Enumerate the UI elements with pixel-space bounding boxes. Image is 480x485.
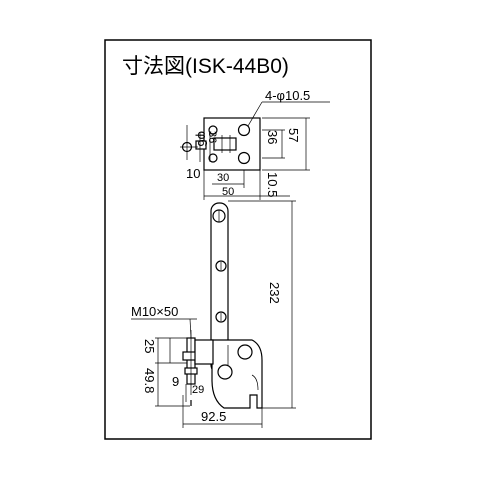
dim-36: 36 — [265, 130, 280, 144]
mount-hole — [237, 151, 251, 165]
dim-10-5: 10.5 — [265, 172, 280, 197]
hole-dimension: 4-φ10.5 — [265, 88, 310, 103]
dim-50: 50 — [222, 186, 234, 198]
body-pivot — [217, 364, 233, 380]
mount-hole — [237, 123, 251, 137]
base-plate — [203, 117, 261, 171]
dim-9: 9 — [172, 374, 179, 389]
pin-stub — [195, 140, 207, 150]
dim-49-8: 49.8 — [142, 368, 157, 393]
leader-line — [189, 318, 192, 339]
arm-hole — [215, 311, 227, 323]
body-pivot — [237, 344, 253, 360]
body-line — [251, 374, 259, 391]
dim-30: 30 — [217, 172, 229, 184]
dim-29: 29 — [192, 384, 204, 396]
arm-hole — [215, 260, 227, 272]
dim-25: 25 — [142, 339, 157, 353]
spindle-holder — [194, 339, 214, 365]
mount-hole — [208, 153, 218, 163]
dim-92-5: 92.5 — [201, 409, 226, 424]
side-view — [182, 202, 263, 409]
clamp-body — [211, 339, 263, 409]
bolt-dimension: M10×50 — [131, 304, 178, 319]
phi6-dimension-inner: 36 — [206, 131, 218, 143]
top-view — [180, 117, 261, 171]
dim-10: 10 — [186, 166, 200, 181]
link-block — [213, 137, 237, 151]
drawing-title: 寸法図(ISK-44B0) — [122, 55, 289, 78]
mount-hole — [208, 125, 218, 135]
drawing-frame — [104, 39, 372, 440]
leader-line — [247, 101, 263, 127]
phi6-dimension: φ6 — [195, 131, 210, 147]
dim-57: 57 — [286, 128, 301, 142]
dim-232: 232 — [267, 282, 282, 304]
